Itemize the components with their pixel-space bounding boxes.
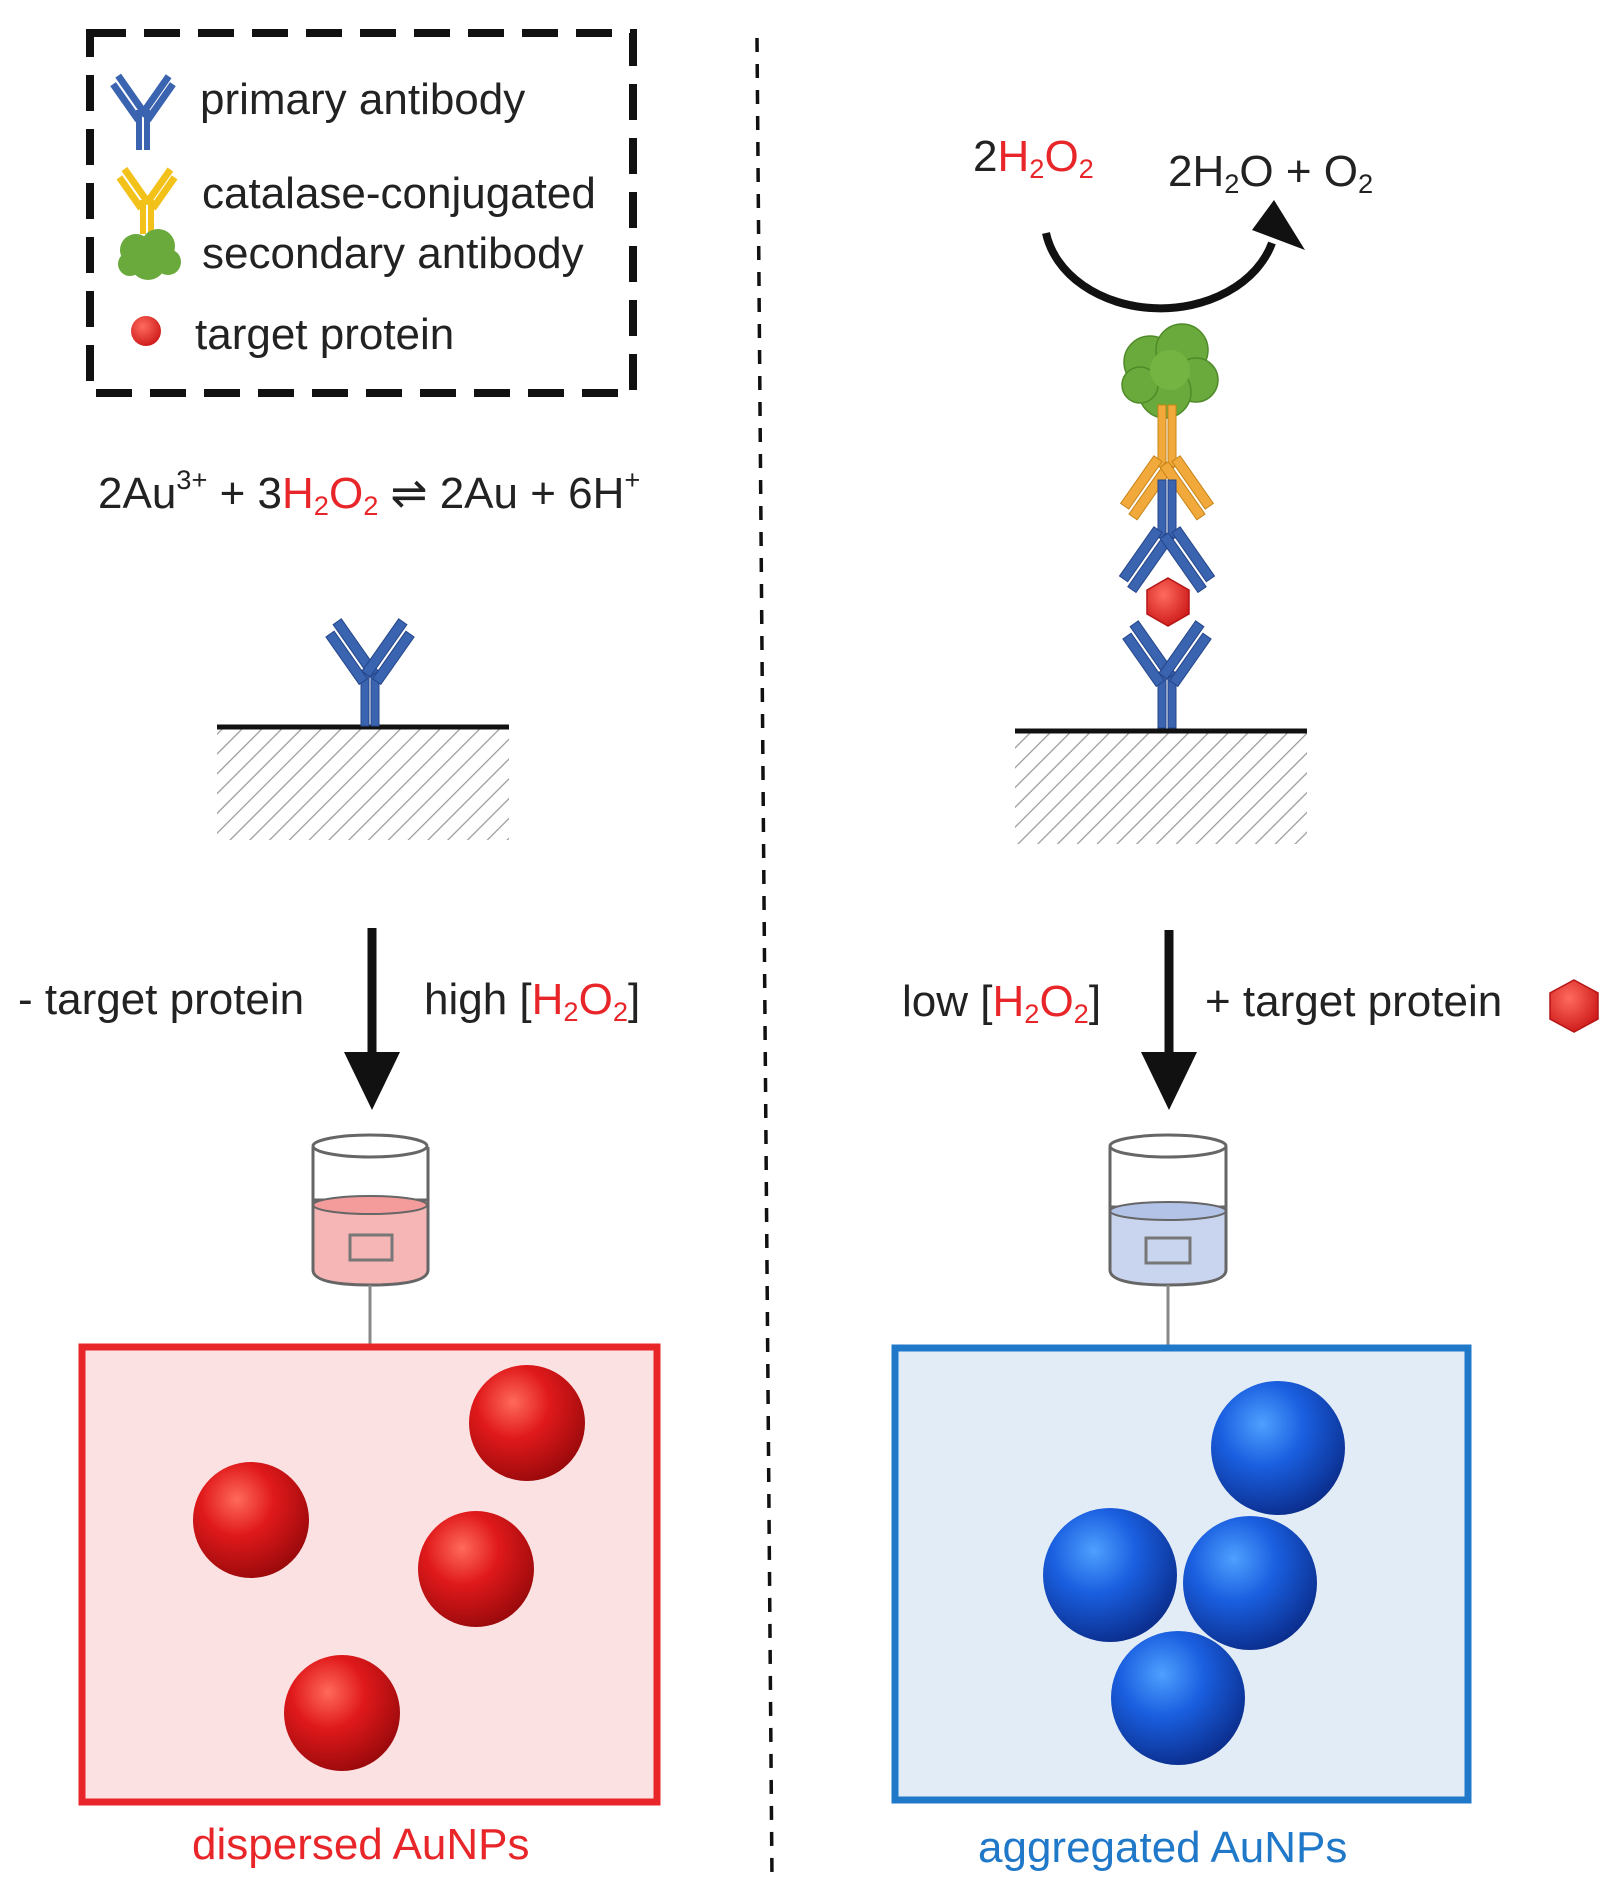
left-down-arrow: [344, 928, 400, 1110]
aggregated-caption: aggregated AuNPs: [978, 1823, 1348, 1872]
target-protein-legend-icon: [131, 316, 161, 346]
legend-box: [86, 29, 637, 397]
right-secondary-antibody: [1119, 404, 1215, 521]
high-h2o2-label: high [H2O2]: [424, 975, 641, 1027]
center-divider: [755, 37, 774, 1881]
legend-catalase-label-line1: catalase-conjugated: [202, 169, 596, 218]
left-surface-hatch: [217, 728, 509, 840]
aggregated-nanoparticles: [1043, 1381, 1345, 1765]
right-detection-antibody: [1118, 479, 1216, 594]
gold-reduction-equation: 2Au3+ + 3H2O2 ⇌ 2Au + 6H+: [98, 463, 641, 521]
right-down-arrow: [1141, 930, 1197, 1110]
blue-nanoparticle: [1183, 1516, 1317, 1650]
minus-target-label: - target protein: [18, 975, 305, 1024]
legend-primary-label: primary antibody: [200, 75, 526, 124]
dispersed-caption: dispersed AuNPs: [192, 1820, 530, 1869]
reaction-products: 2H2O + O2: [1168, 147, 1374, 199]
blue-nanoparticle: [1111, 1631, 1245, 1765]
red-nanoparticle: [418, 1511, 534, 1627]
red-nanoparticle: [284, 1655, 400, 1771]
catalase-reaction-arrow: [1042, 200, 1305, 313]
dispersed-nanoparticles: [193, 1365, 585, 1771]
target-protein-icon: [1549, 979, 1599, 1033]
red-nanoparticle: [469, 1365, 585, 1481]
right-beaker: [1108, 1133, 1228, 1348]
secondary-antibody-icon: [116, 166, 178, 234]
catalase-icon: [118, 229, 181, 280]
left-beaker: [311, 1133, 430, 1347]
legend-target-label: target protein: [195, 310, 455, 359]
primary-antibody-icon: [110, 73, 176, 150]
red-nanoparticle: [193, 1462, 309, 1578]
blue-nanoparticle: [1043, 1508, 1177, 1642]
right-surface-hatch: [1015, 732, 1307, 844]
blue-nanoparticle: [1211, 1381, 1345, 1515]
legend-catalase-label-line2: secondary antibody: [202, 229, 584, 278]
catalase-enzyme: [1121, 323, 1219, 419]
low-h2o2-label: low [H2O2]: [902, 977, 1102, 1029]
left-primary-antibody: [325, 618, 415, 727]
right-capture-antibody: [1122, 620, 1212, 729]
plus-target-label: + target protein: [1205, 977, 1503, 1026]
h2o2-reactant: 2H2O2: [973, 132, 1094, 184]
bound-target-protein: [1146, 577, 1190, 627]
